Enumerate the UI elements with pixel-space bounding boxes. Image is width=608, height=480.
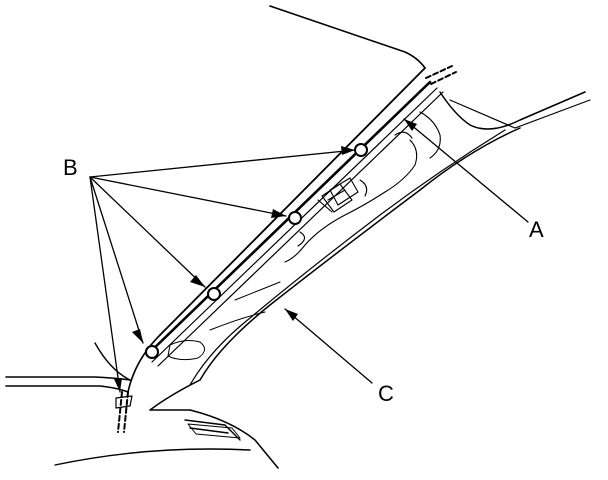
callout-label-a: A bbox=[529, 217, 544, 242]
arrowhead-c bbox=[285, 309, 298, 321]
pillar-inner-mid bbox=[449, 99, 591, 129]
dash-lower-line bbox=[5, 385, 129, 393]
harness-sketch bbox=[284, 111, 441, 263]
clip-point-1 bbox=[354, 143, 368, 157]
dash-upper-line bbox=[5, 376, 131, 381]
windshield-outer-edge bbox=[159, 67, 426, 336]
sill-trim bbox=[184, 419, 241, 441]
arrowheads-b bbox=[114, 146, 355, 392]
garnish-line-2 bbox=[151, 87, 438, 363]
lower-clip-dashed bbox=[117, 391, 129, 433]
lower-clip-head bbox=[115, 395, 133, 409]
windshield-edge-dashed bbox=[425, 65, 457, 85]
pillar-inner-lower-2 bbox=[189, 129, 506, 386]
clip-point-4 bbox=[145, 345, 159, 359]
pillar-base-curve bbox=[127, 334, 161, 393]
leader-line-a bbox=[403, 118, 529, 223]
callout-label-b: B bbox=[63, 155, 78, 180]
garnish-line-3 bbox=[157, 91, 444, 367]
pillar-inner-upper bbox=[439, 91, 586, 130]
arrowhead-a bbox=[404, 119, 417, 131]
leader-lines-b bbox=[89, 149, 356, 393]
clip-points bbox=[145, 143, 368, 359]
lower-panel-sketch bbox=[167, 281, 281, 361]
clip-bracket bbox=[321, 183, 353, 213]
door-bottom-edge bbox=[54, 448, 251, 466]
clip-point-2 bbox=[288, 211, 302, 225]
roof-outline bbox=[269, 5, 426, 69]
callout-label-c: C bbox=[378, 381, 394, 406]
sill-hatch bbox=[187, 423, 241, 439]
pillar-base-outer bbox=[149, 379, 279, 469]
dash-connect bbox=[94, 342, 131, 381]
leader-line-c bbox=[284, 308, 373, 384]
clip-point-3 bbox=[207, 287, 221, 301]
pillar-inner-lower bbox=[199, 127, 521, 381]
